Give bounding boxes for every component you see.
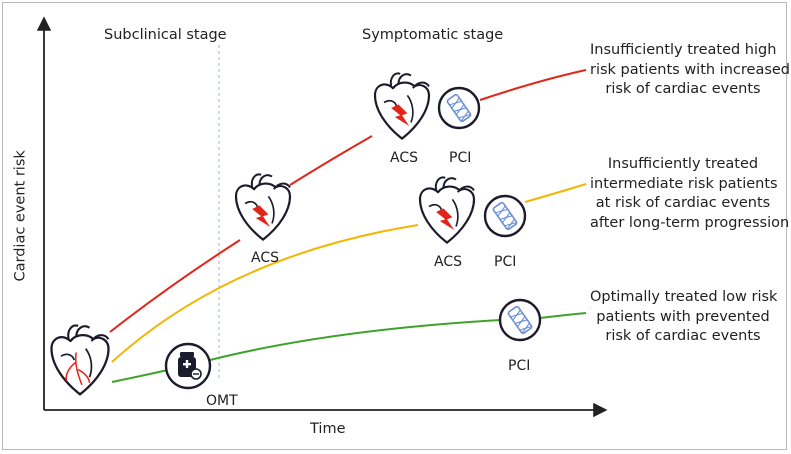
acs-high-label: ACS bbox=[390, 150, 418, 166]
intermediate-risk-curve bbox=[111, 224, 419, 363]
pci-low-label: PCI bbox=[508, 358, 531, 374]
omt-label: OMT bbox=[206, 393, 238, 409]
note-line: Insufficiently treated high bbox=[590, 42, 777, 58]
note-line: risk of cardiac events bbox=[605, 81, 761, 97]
x-axis-label: Time bbox=[310, 421, 346, 437]
note-line: at risk of cardiac events bbox=[595, 195, 771, 211]
note-line: risk of cardiac events bbox=[605, 328, 761, 344]
stent-icon bbox=[498, 298, 542, 342]
note-line: intermediate risk patients bbox=[590, 175, 778, 192]
pci-mid-label: PCI bbox=[494, 254, 517, 270]
low-risk-curve-2 bbox=[539, 312, 587, 319]
intermediate-risk-curve-2 bbox=[524, 183, 587, 203]
note-line: Optimally treated low risk bbox=[590, 289, 778, 305]
intermediate-risk-note: Insufficiently treated intermediate risk… bbox=[590, 155, 790, 233]
symptomatic-stage-label: Symptomatic stage bbox=[362, 27, 504, 43]
heart-bolt-icon bbox=[234, 173, 292, 241]
heart-bolt-icon bbox=[418, 176, 476, 244]
subclinical-stage-label: Subclinical stage bbox=[104, 27, 227, 43]
high-risk-curve bbox=[109, 239, 241, 333]
high-risk-curve-3 bbox=[479, 69, 587, 101]
acs-mid-label: ACS bbox=[434, 254, 462, 270]
y-axis-label: Cardiac event risk bbox=[12, 150, 29, 282]
stent-icon bbox=[437, 86, 481, 130]
note-line: patients with prevented bbox=[596, 308, 770, 325]
medication-bottle-icon bbox=[164, 342, 212, 390]
note-line: after long-term progression bbox=[590, 214, 790, 231]
pci-high-label: PCI bbox=[449, 150, 472, 166]
low-risk-curve bbox=[111, 319, 501, 383]
high-risk-curve-2 bbox=[289, 135, 373, 186]
heart-bolt-icon bbox=[373, 72, 431, 140]
stent-icon bbox=[483, 194, 527, 238]
acs-early-label: ACS bbox=[251, 250, 279, 266]
note-line: Insufficiently treated bbox=[607, 156, 759, 172]
note-line: risk patients with increased bbox=[590, 61, 791, 78]
heart-icon bbox=[50, 324, 110, 396]
diagram-frame bbox=[2, 2, 787, 450]
high-risk-note: Insufficiently treated high risk patient… bbox=[590, 41, 791, 100]
low-risk-note: Optimally treated low risk patients with… bbox=[590, 288, 778, 347]
